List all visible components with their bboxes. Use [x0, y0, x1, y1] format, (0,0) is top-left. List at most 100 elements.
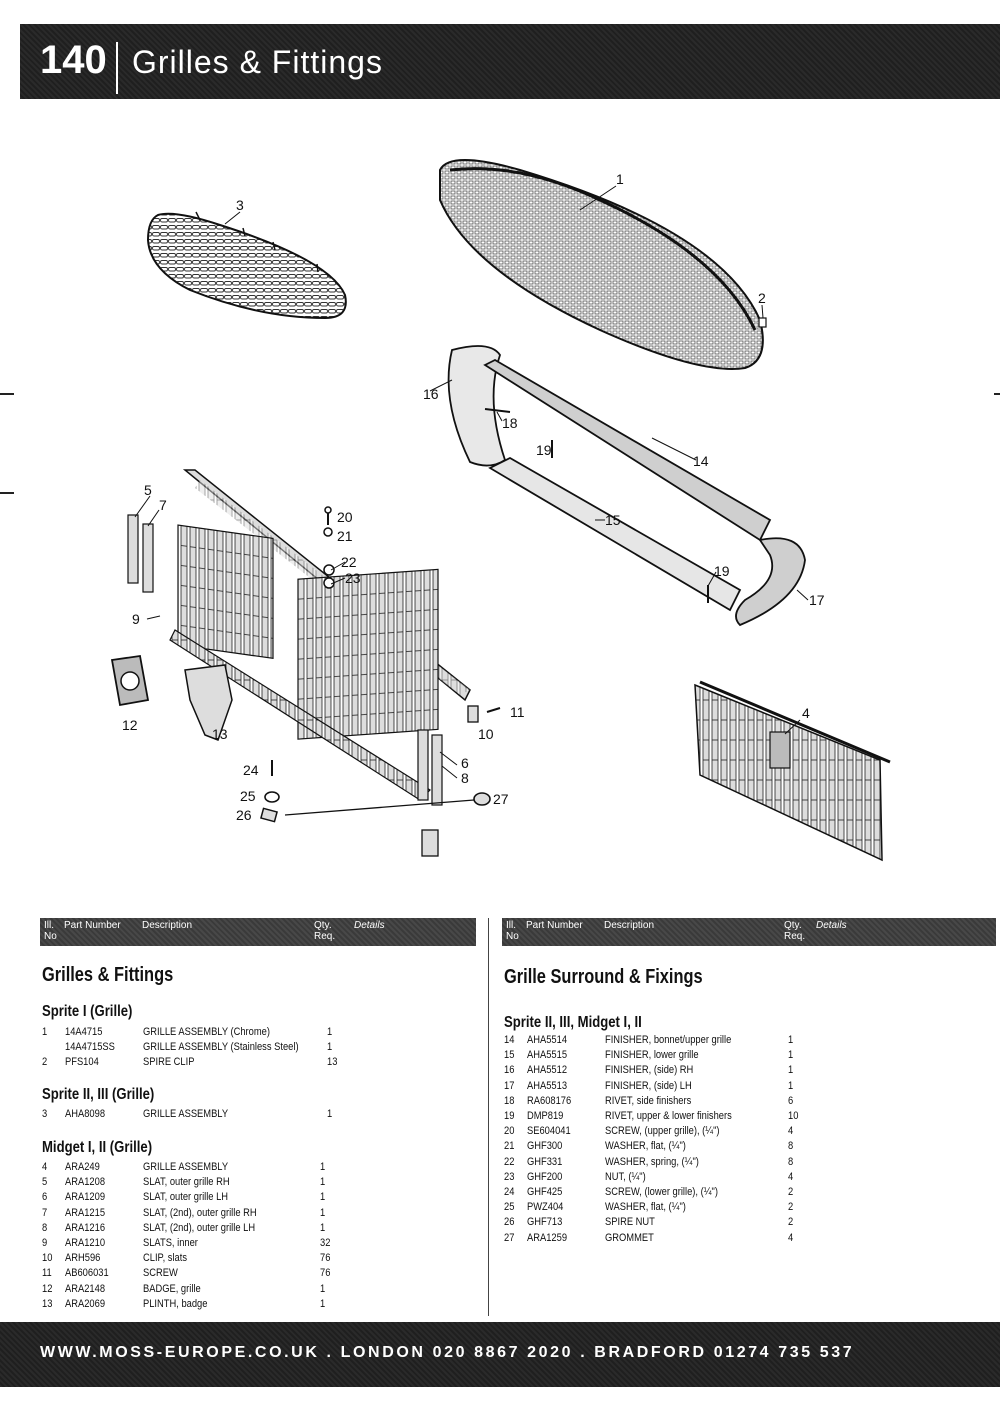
part-11-screw [486, 707, 501, 713]
ill-no-cell: 23 [504, 1170, 515, 1183]
qty-cell: 4 [788, 1231, 794, 1244]
callout-21: 21 [337, 528, 353, 544]
part-2-spire-clip [758, 317, 767, 328]
part-number-cell: ARA1208 [65, 1176, 106, 1189]
header-part-number: Part Number [64, 920, 121, 931]
description-cell: SCREW, (lower grille), (¼") [605, 1186, 718, 1198]
ill-no-cell: 26 [504, 1216, 515, 1229]
clip-bracket [421, 829, 439, 857]
ill-no-cell: 19 [504, 1110, 515, 1122]
group-title-midget-i-ii: Midget I, II (Grille) [42, 1139, 153, 1156]
description-cell: GRILLE ASSEMBLY [143, 1108, 229, 1120]
part-3-grille-assembly-sprite-ii-iii [146, 211, 347, 320]
header-description: Description [142, 920, 193, 931]
part-number-cell: GHF300 [527, 1140, 563, 1153]
qty-cell: 2 [788, 1186, 794, 1198]
qty-cell: 1 [320, 1297, 326, 1310]
description-cell: SLAT, outer grille LH [143, 1191, 229, 1204]
qty-cell: 76 [320, 1267, 331, 1280]
part-number-cell: AB606031 [65, 1267, 109, 1280]
part-18-rivet [484, 408, 511, 413]
description-cell: SLAT, outer grille RH [143, 1176, 230, 1189]
part-number-cell: ARA1209 [65, 1191, 106, 1204]
header-qty-req: Qty. Req. [314, 920, 336, 942]
part-8-slat [431, 734, 443, 806]
ill-no-cell: 12 [42, 1282, 53, 1295]
qty-cell: 32 [320, 1237, 331, 1249]
callout-4: 4 [802, 705, 810, 721]
part-21-washer [323, 527, 333, 537]
exploded-parts-diagram: 1 2 3 4 5 6 7 8 9 10 11 12 13 14 15 16 1… [110, 159, 891, 862]
callout-12: 12 [122, 717, 138, 733]
part-6-slat [417, 729, 429, 801]
part-4-grille-assembly-midget [694, 680, 891, 862]
part-number-cell: GHF713 [527, 1216, 563, 1229]
callout-9: 9 [132, 611, 140, 627]
ill-no-cell: 10 [42, 1252, 53, 1265]
callout-2: 2 [758, 290, 766, 306]
table-header-left: Ill. No Part Number Description Qty. Req… [40, 918, 476, 946]
part-5-slat [127, 514, 139, 584]
part-number-cell: 14A4715SS [65, 1041, 115, 1054]
edge-mark-right [994, 393, 1000, 395]
part-14-upper-finisher [483, 358, 772, 542]
part-number-cell: ARA2069 [65, 1297, 106, 1310]
part-number-cell: AHA5513 [527, 1079, 568, 1092]
table-header-right: Ill. No Part Number Description Qty. Req… [502, 918, 996, 946]
qty-cell: 1 [320, 1176, 326, 1189]
callout-5: 5 [144, 482, 152, 498]
ill-no-cell: 24 [504, 1186, 515, 1198]
table-row: 26 GHF713 SPIRE NUT 2 [502, 1215, 942, 1230]
ill-no-cell: 17 [504, 1079, 515, 1092]
ill-no-cell: 16 [504, 1064, 515, 1077]
ill-no-cell: 15 [504, 1049, 515, 1062]
ill-no-cell: 18 [504, 1094, 515, 1107]
description-cell: FINISHER, (side) RH [605, 1064, 694, 1077]
part-number-cell: AHA5514 [527, 1034, 568, 1046]
footer-contact-text: WWW.MOSS-EUROPE.CO.UK . LONDON 020 8867 … [40, 1344, 855, 1361]
description-cell: SPIRE NUT [605, 1216, 655, 1229]
ill-no-cell: 4 [42, 1161, 48, 1173]
ill-no-cell: 3 [42, 1108, 48, 1120]
qty-cell: 1 [320, 1282, 326, 1295]
qty-cell: 1 [320, 1206, 326, 1219]
part-7-slat [142, 523, 154, 593]
callout-13: 13 [212, 726, 228, 742]
page-title: Grilles & Fittings [132, 44, 383, 80]
part-number-cell: 14A4715 [65, 1026, 103, 1038]
description-cell: SLAT, (2nd), outer grille LH [143, 1221, 256, 1234]
description-cell: GRILLE ASSEMBLY (Stainless Steel) [143, 1041, 299, 1054]
ill-no-cell: 11 [42, 1267, 52, 1280]
qty-cell: 1 [788, 1049, 794, 1062]
callout-3: 3 [236, 197, 244, 213]
qty-cell: 10 [788, 1110, 799, 1122]
qty-cell: 8 [788, 1155, 794, 1168]
description-cell: WASHER, flat, (¼") [605, 1140, 686, 1153]
table-row: 14A4715SS GRILLE ASSEMBLY (Stainless Stee… [40, 1040, 480, 1055]
description-cell: WASHER, spring, (¼") [605, 1155, 699, 1168]
callout-20: 20 [337, 509, 353, 525]
part-13-plinth [184, 664, 233, 741]
screw-head-icon [324, 506, 332, 514]
callout-10: 10 [478, 726, 494, 742]
qty-cell: 1 [320, 1191, 326, 1204]
callout-6: 6 [461, 755, 469, 771]
qty-cell: 2 [788, 1216, 794, 1229]
header-bar [20, 24, 1000, 99]
ill-no-cell: 20 [504, 1125, 515, 1138]
qty-cell: 8 [788, 1140, 794, 1153]
